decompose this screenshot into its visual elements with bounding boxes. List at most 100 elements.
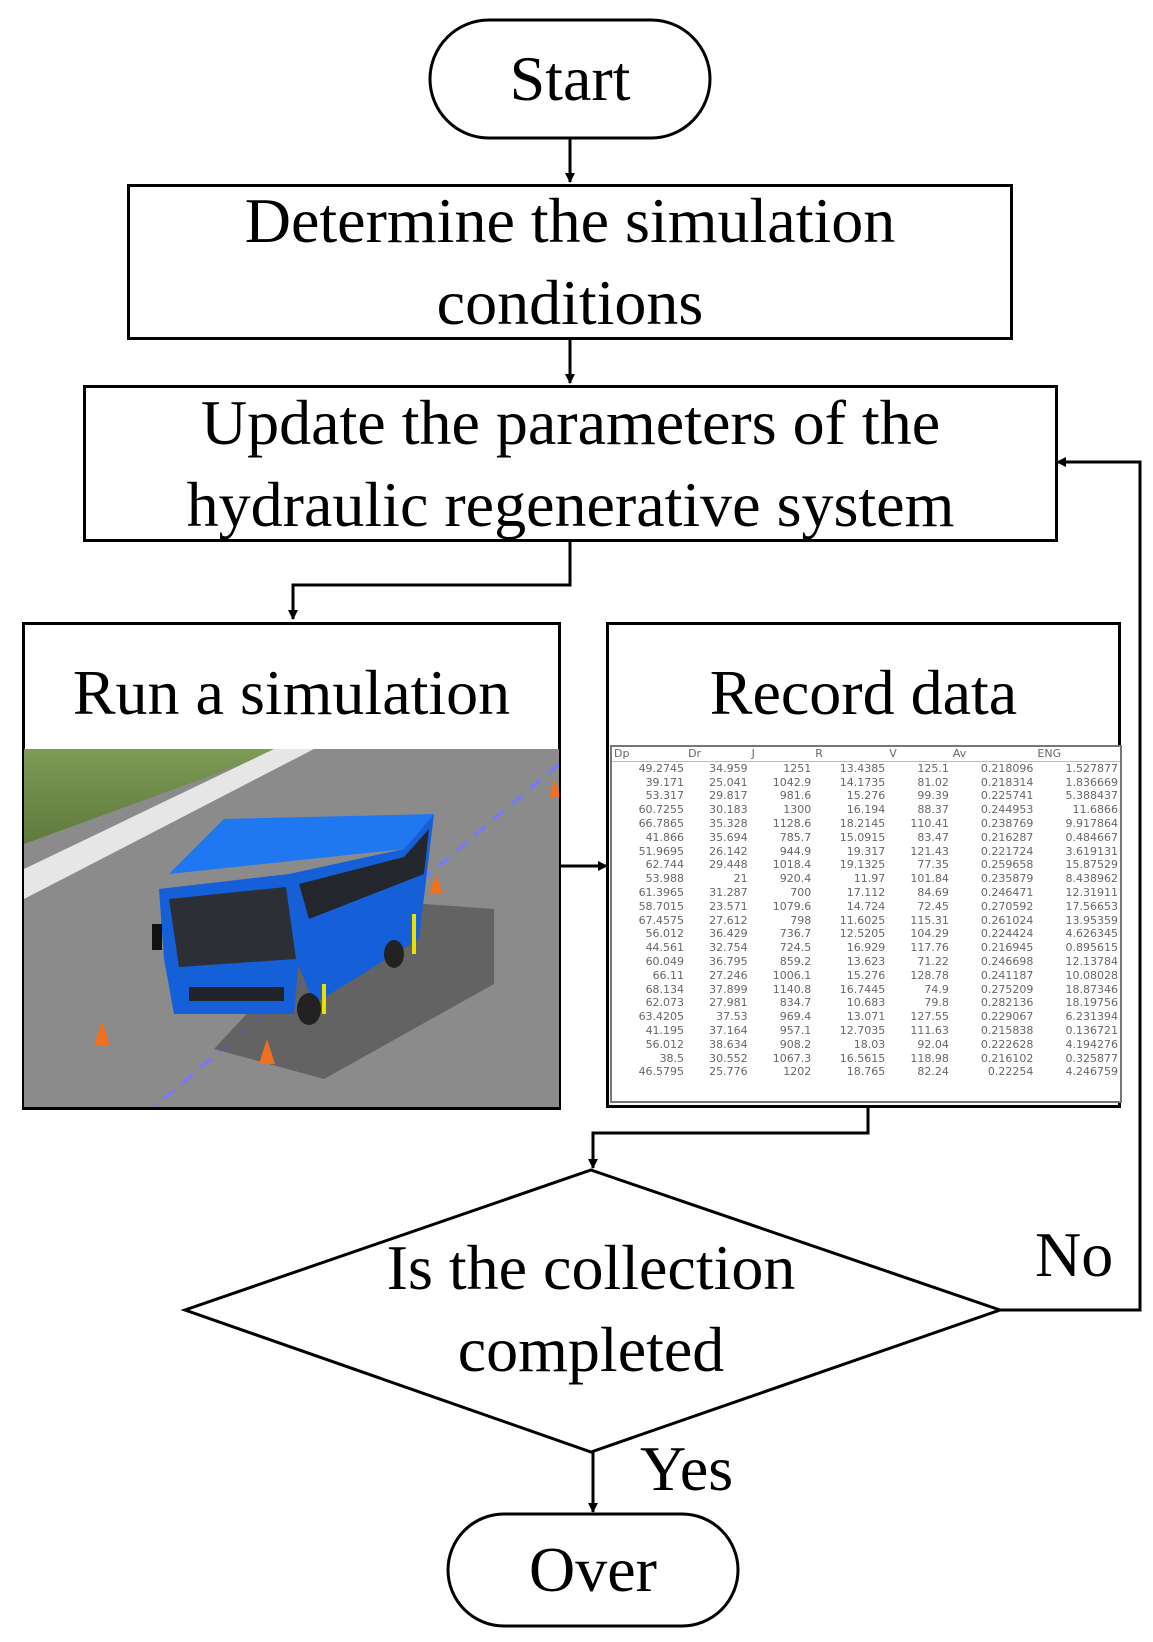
table-cell: 25.776: [709, 1065, 748, 1079]
table-cell: 84.69: [917, 885, 949, 899]
table-cell: 12.31911: [1065, 885, 1119, 899]
table-cell: 0.484667: [1065, 830, 1119, 844]
update-line-1: Update the parameters of the: [200, 386, 941, 458]
table-cell: 8.438962: [1065, 872, 1119, 886]
table-cell: 27.612: [709, 913, 748, 927]
table-cell: 82.24: [917, 1065, 949, 1079]
table-cell: 53.317: [645, 789, 685, 803]
table-cell: 0.270592: [980, 899, 1034, 913]
table-cell: 63.4205: [638, 1010, 685, 1024]
table-cell: 724.5: [779, 941, 812, 955]
table-cell: 77.35: [917, 858, 949, 872]
table-cell: 32.754: [709, 941, 748, 955]
table-cell: 16.5615: [839, 1051, 886, 1065]
bus-shadow: [214, 899, 494, 1079]
table-cell: 34.959: [686, 760, 750, 776]
table-cell: 969.4: [779, 1010, 812, 1024]
table-cell: 38.5: [659, 1051, 685, 1065]
column-header: Dr: [688, 747, 702, 760]
table-cell: 37.899: [709, 982, 748, 996]
decision-diamond: [180, 1168, 1005, 1454]
table-cell: 128.78: [910, 968, 949, 982]
table-cell: 1251: [749, 760, 814, 776]
table-cell: 0.225741: [980, 789, 1034, 803]
table-cell: 72.45: [917, 899, 949, 913]
table-cell: 12.5205: [839, 927, 886, 941]
table-cell: 0.241187: [980, 968, 1034, 982]
update-text: Update the parameters of the hydraulic r…: [83, 385, 1058, 542]
table-cell: 29.448: [709, 858, 748, 872]
table-cell: 15.87529: [1065, 858, 1119, 872]
table-cell: 0.215838: [980, 1023, 1034, 1037]
bus-wheel-rear: [384, 940, 404, 968]
table-cell: 62.073: [645, 996, 685, 1010]
table-cell: 0.246471: [980, 885, 1034, 899]
table-cell: 23.571: [709, 899, 748, 913]
table-cell: 6.231394: [1065, 1010, 1119, 1024]
yes-label: Yes: [640, 1433, 734, 1504]
table-cell: 920.4: [779, 872, 812, 886]
table-cell: 21: [733, 872, 748, 886]
determine-text: Determine the simulation conditions: [127, 184, 1013, 340]
table-cell: 11.6025: [839, 913, 886, 927]
table-cell: 25.041: [709, 775, 748, 789]
table-cell: 0.216287: [980, 830, 1034, 844]
table-cell: 3.619131: [1065, 844, 1119, 858]
table-cell: 4.626345: [1065, 927, 1119, 941]
table-cell: 35.328: [709, 816, 748, 830]
decision-line-2: completed: [457, 1314, 725, 1385]
table-cell: 61.3965: [638, 885, 685, 899]
table-cell: 19.317: [846, 844, 886, 858]
table-cell: 834.7: [779, 996, 812, 1010]
table-cell: 0.224424: [980, 927, 1034, 941]
no-label: No: [1035, 1219, 1114, 1290]
determine-line-2: conditions: [436, 267, 704, 338]
table-cell: 51.9695: [638, 844, 685, 858]
determine-box: [127, 184, 1013, 340]
table-cell: 41.866: [645, 830, 685, 844]
simulation-scene: [24, 749, 559, 1107]
bus-mirror: [152, 924, 162, 950]
table-cell: 5.388437: [1065, 789, 1119, 803]
table-cell: 36.795: [709, 954, 748, 968]
table-cell: 1018.4: [772, 858, 812, 872]
grass-verge: [24, 749, 284, 844]
table-cell: 83.47: [917, 830, 949, 844]
table-cell: 0.244953: [980, 803, 1034, 817]
table-cell: 18.19756: [1065, 996, 1119, 1010]
table-cell: 56.012: [645, 1037, 685, 1051]
table-cell: 117.76: [910, 941, 949, 955]
table-cell: 0.261024: [980, 913, 1034, 927]
table-cell: 36.429: [709, 927, 748, 941]
decision-line-1: Is the collection: [386, 1232, 796, 1303]
table-cell: 46.5795: [638, 1065, 685, 1079]
table-cell: 38.634: [709, 1037, 748, 1051]
table-cell: 101.84: [910, 872, 949, 886]
table-cell: 30.552: [709, 1051, 748, 1065]
table-cell: 92.04: [917, 1037, 949, 1051]
table-cell: 15.276: [846, 789, 886, 803]
table-cell: 29.817: [709, 789, 748, 803]
table-cell: 13.4385: [813, 760, 888, 776]
arrow-no-loop: [1000, 457, 1142, 1312]
table-cell: 798: [790, 913, 812, 927]
table-cell: 0.238769: [980, 816, 1034, 830]
table-cell: 4.246759: [1065, 1065, 1119, 1079]
table-cell: 1128.6: [772, 816, 812, 830]
table-cell: 1300: [783, 803, 812, 817]
table-cell: 74.9: [924, 982, 949, 996]
